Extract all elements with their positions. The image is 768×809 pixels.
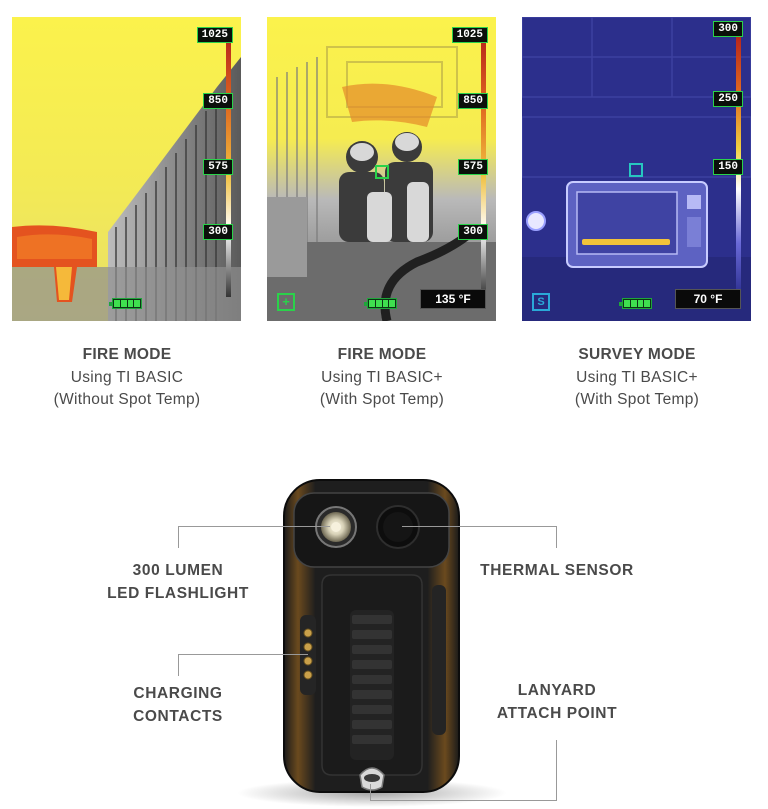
callout-line xyxy=(556,740,557,800)
callout-text: ATTACH POINT xyxy=(496,704,618,722)
caption-title: SURVEY MODE xyxy=(578,346,696,363)
caption-line: (Without Spot Temp) xyxy=(53,391,201,408)
battery-icon xyxy=(619,298,652,309)
spot-crosshair xyxy=(629,163,643,177)
thermal-scene-survey xyxy=(522,17,751,321)
scale-tick: 575 xyxy=(203,159,233,175)
thermal-imager-device xyxy=(237,479,507,807)
callout-flashlight: 300 LUMEN LED FLASHLIGHT xyxy=(88,560,268,605)
callout-line xyxy=(370,800,557,801)
caption-survey: SURVEY MODE Using TI BASIC+ (With Spot T… xyxy=(522,344,752,412)
caption-fire-basic: FIRE MODE Using TI BASIC (Without Spot T… xyxy=(12,344,242,412)
fire-mode-icon: + xyxy=(277,293,295,311)
callout-text: CHARGING xyxy=(133,685,223,702)
caption-line: Using TI BASIC+ xyxy=(576,368,698,386)
callout-text: LED FLASHLIGHT xyxy=(107,584,249,602)
thermal-image-survey: 300 250 150 S 70 °F xyxy=(522,17,751,321)
callout-line xyxy=(178,654,179,676)
spot-crosshair xyxy=(375,165,389,179)
scale-tick: 850 xyxy=(458,93,488,109)
scale-tick: 300 xyxy=(203,224,233,240)
caption-line: Using TI BASIC xyxy=(70,368,184,386)
callout-text: 300 LUMEN xyxy=(132,562,224,579)
caption-title: FIRE MODE xyxy=(82,346,172,363)
scale-tick: 300 xyxy=(713,21,743,37)
scale-tick: 250 xyxy=(713,91,743,107)
callout-line xyxy=(178,654,308,655)
caption-title: FIRE MODE xyxy=(337,346,427,363)
battery-icon xyxy=(109,298,142,309)
callout-line xyxy=(402,526,557,527)
caption-line: (With Spot Temp) xyxy=(319,391,445,408)
scale-tick: 1025 xyxy=(196,27,233,43)
callout-lanyard: LANYARD ATTACH POINT xyxy=(467,680,647,725)
callout-charging-contacts: CHARGING CONTACTS xyxy=(88,683,268,728)
caption-line: (With Spot Temp) xyxy=(574,391,700,408)
scale-tick: 300 xyxy=(458,224,488,240)
callout-line xyxy=(556,526,557,548)
scale-tick: 850 xyxy=(203,93,233,109)
scale-tick: 575 xyxy=(458,159,488,175)
callout-line xyxy=(178,526,330,527)
caption-line: Using TI BASIC+ xyxy=(321,368,443,386)
callout-text: CONTACTS xyxy=(133,707,223,725)
thermal-scene-fire-basic xyxy=(12,17,241,321)
spot-temp-readout: 135 °F xyxy=(420,289,486,309)
caption-fire-basic-plus: FIRE MODE Using TI BASIC+ (With Spot Tem… xyxy=(267,344,497,412)
callout-thermal-sensor: THERMAL SENSOR xyxy=(467,560,647,583)
thermal-image-fire-basic-plus: 1025 850 575 300 + 135 °F xyxy=(267,17,496,321)
battery-icon xyxy=(364,298,397,309)
thermal-image-fire-basic: 1025 850 575 300 xyxy=(12,17,241,321)
callout-line xyxy=(370,784,371,800)
callout-line xyxy=(178,526,179,548)
callout-text: LANYARD xyxy=(517,682,597,699)
callout-text: THERMAL SENSOR xyxy=(480,562,634,579)
scale-tick: 1025 xyxy=(451,27,488,43)
scale-tick: 150 xyxy=(713,159,743,175)
spot-temp-readout: 70 °F xyxy=(675,289,741,309)
survey-mode-icon: S xyxy=(532,293,550,311)
